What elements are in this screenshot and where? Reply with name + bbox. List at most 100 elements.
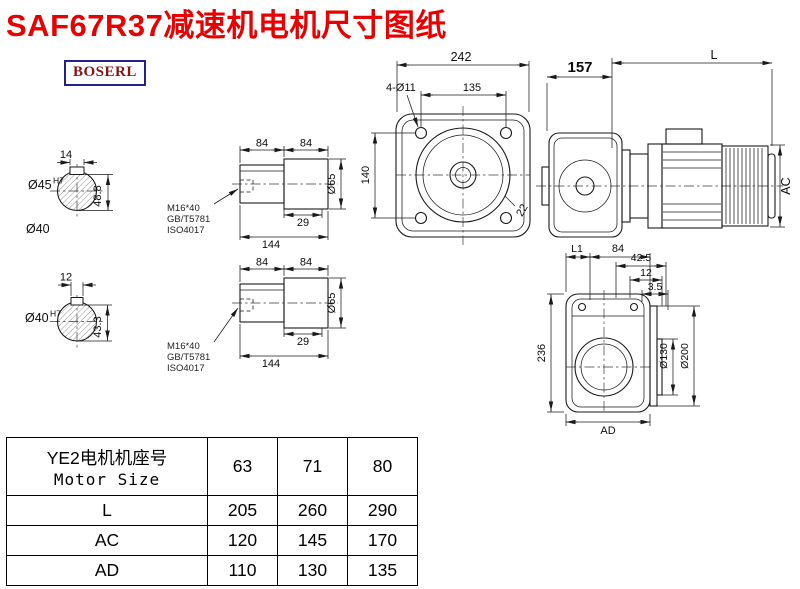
label-rear-dia200: Ø200 [679, 343, 691, 369]
dim-shaft1-height: 48.8 [92, 185, 104, 206]
header-motor-size-en: Motor Size [53, 469, 161, 489]
label-shaftside2-dia65: Ø65 [326, 293, 338, 314]
dim-rear-3-5: 3.5 [648, 281, 663, 293]
drawing-shaft-side-2: 84 84 Ø65 29 144 M16*40 GB/T5781 ISO4017 [167, 257, 346, 374]
housing-shaft-circle [575, 176, 595, 196]
rear-bolt-hole [577, 302, 587, 312]
dim-shaftside2-144: 144 [262, 358, 280, 370]
label-shaft1-diameter: Ø45 [28, 178, 52, 192]
dim-shaftside2-84b: 84 [300, 257, 312, 269]
dim-rear-84: 84 [612, 243, 624, 255]
value-AD-80: 135 [347, 555, 418, 586]
dim-rear-42-5: 42.5 [631, 252, 652, 264]
drawing-gearbox-rear: L1 84 42.5 12 3.5 236 Ø130 Ø200 AD [536, 243, 700, 437]
value-AC-71: 145 [277, 525, 348, 556]
header-motor-size-cn: YE2电机机座号 [46, 447, 168, 468]
page-title: SAF67R37减速机电机尺寸图纸 [6, 8, 447, 43]
table-header-row: YE2电机机座号 Motor Size 63 71 80 [6, 437, 418, 496]
row-label-L: L [6, 495, 208, 526]
dimension-lines [213, 265, 346, 359]
fan-cowl-ribs [725, 148, 763, 224]
label-shaft2-tolerance: H7 [50, 309, 61, 319]
dim-front-22: 22 [514, 202, 531, 219]
dim-shaft2-keyway-width: 12 [60, 272, 72, 284]
boserl-logo: BOSERL [64, 60, 146, 86]
value-AD-71: 130 [277, 555, 348, 586]
boserl-logo-text: BOSERL [73, 64, 137, 80]
value-L-63: 205 [207, 495, 278, 526]
dimension-lines [371, 61, 530, 219]
label-shaft1-tolerance: H7 [53, 176, 64, 186]
dimension-lines [546, 58, 785, 228]
rear-bolt-hole [629, 302, 639, 312]
hub-body [283, 277, 329, 329]
dim-front-height-140: 140 [360, 166, 372, 184]
value-L-71: 260 [277, 495, 348, 526]
label-shaftside1-std-iso: ISO4017 [167, 225, 205, 236]
label-shaftside1-dia65: Ø65 [326, 174, 338, 195]
drawing-shaft-end-2: 12 43.3 Ø40 H7 [25, 272, 112, 348]
size-column-71: 71 [277, 437, 348, 496]
dim-rear-236: 236 [536, 344, 548, 362]
gear-housing-inner [553, 137, 618, 233]
value-L-80: 290 [347, 495, 418, 526]
dim-shaftside2-84a: 84 [256, 257, 268, 269]
header-motor-size-cell: YE2电机机座号 Motor Size [6, 437, 208, 496]
dim-front-width-242: 242 [451, 50, 472, 64]
value-AC-63: 120 [207, 525, 278, 556]
dim-rear-12: 12 [640, 267, 652, 279]
label-shaftside1-std-gb: GB/T5781 [167, 214, 210, 225]
dim-shaftside1-84a: 84 [256, 138, 268, 150]
size-column-80: 80 [347, 437, 418, 496]
flange-circle-inner [422, 134, 504, 216]
dim-motor-AC: AC [779, 177, 793, 194]
dim-shaftside2-29: 29 [297, 336, 309, 348]
label-shaftside2-screw: M16*40 [167, 341, 200, 352]
value-AC-80: 170 [347, 525, 418, 556]
dim-shaftside1-29: 29 [297, 217, 309, 229]
flange-disc [649, 305, 658, 407]
dim-shaftside1-84b: 84 [300, 138, 312, 150]
shaft-bore-circle [449, 161, 477, 189]
thread-hole [240, 179, 254, 193]
label-front-holes: 4-Ø11 [386, 82, 416, 94]
value-AD-63: 110 [207, 555, 278, 586]
dim-rear-L1: L1 [571, 243, 583, 255]
thread-hole [240, 298, 254, 312]
row-label-AC: AC [6, 525, 208, 556]
drawing-gearbox-front: 242 135 4-Ø11 140 22 [360, 50, 531, 245]
motor-fins [663, 151, 721, 221]
label-shaftside1-screw: M16*40 [167, 203, 200, 214]
dimension-lines [213, 146, 346, 240]
shaft-section-circle [56, 301, 98, 342]
row-label-AD: AD [6, 555, 208, 586]
dim-front-bolt-span-135: 135 [463, 82, 481, 94]
table-row-L: L 205 260 290 [6, 495, 418, 526]
dim-motor-157: 157 [567, 59, 592, 76]
housing-boss-circle [558, 159, 612, 213]
drawing-gearmotor-side: 157 L AC [536, 48, 793, 238]
label-shaft1-bore: Ø40 [26, 222, 50, 236]
label-shaftside2-std-gb: GB/T5781 [167, 352, 210, 363]
dimension-lines [547, 253, 700, 426]
keyway-slot [70, 297, 84, 306]
size-column-63: 63 [207, 437, 278, 496]
label-rear-dia130: Ø130 [658, 343, 670, 369]
drawing-shaft-end-1: 14 48.8 Ø45 H7 Ø40 [26, 149, 113, 236]
hub-body [283, 158, 329, 210]
flange-spigot [656, 338, 663, 396]
shaft-center-circle [455, 167, 471, 183]
dim-shaft2-height: 43.3 [92, 316, 104, 337]
label-shaftside2-std-iso: ISO4017 [167, 363, 205, 374]
dim-shaft1-keyway-width: 14 [60, 149, 72, 161]
motor-size-table: YE2电机机座号 Motor Size 63 71 80 L 205 260 2… [6, 437, 418, 586]
dim-motor-L: L [711, 48, 718, 62]
table-row-AC: AC 120 145 170 [6, 525, 418, 556]
dim-shaftside1-144: 144 [262, 239, 280, 251]
dimension-lines [58, 282, 112, 342]
drawing-shaft-side-1: 84 84 Ø65 29 144 M16*40 GB/T5781 ISO4017 [167, 138, 346, 251]
cowl-end-cap [767, 153, 776, 219]
centerlines [566, 290, 652, 414]
